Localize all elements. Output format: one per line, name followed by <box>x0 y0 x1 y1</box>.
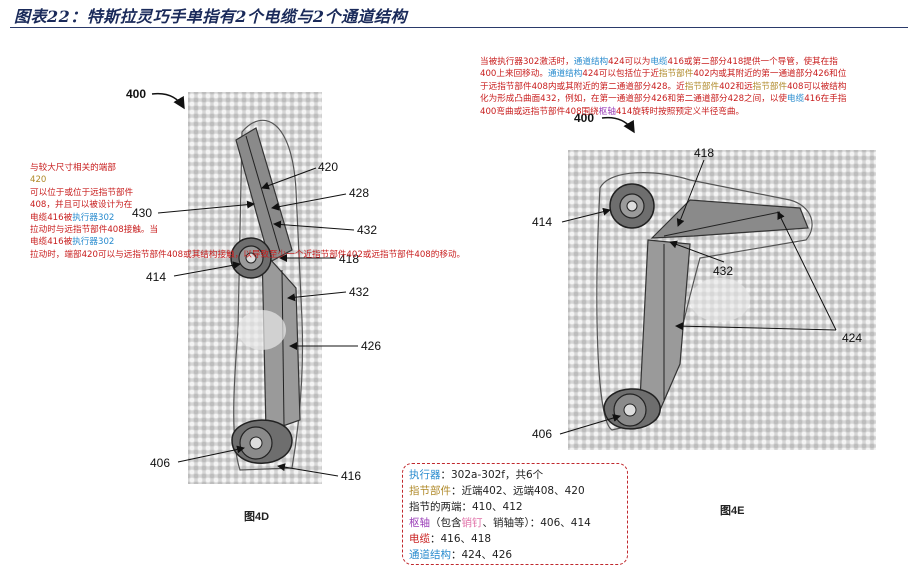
finger-4e-drawing <box>596 172 813 431</box>
finger-4d-drawing <box>230 119 304 471</box>
label-424: 424 <box>842 331 863 345</box>
ref-400-4d: 400 <box>126 87 147 101</box>
legend-row-actuator: 执行器：302a-302f，共6个 <box>409 469 544 481</box>
label-432-4e: 432 <box>713 264 734 278</box>
legend-box: 执行器：302a-302f，共6个 指节部件：近端402、远端408、420 指… <box>402 463 628 565</box>
legend-row-pivot: 枢轴（包含销钉、销轴等）：406、414 <box>409 517 591 529</box>
title-divider <box>10 27 908 28</box>
label-428: 428 <box>349 186 370 200</box>
legend-row-phalanx: 指节部件：近端402、远端408、420 <box>409 485 585 497</box>
label-406-4d: 406 <box>150 456 171 470</box>
label-414-4d: 414 <box>146 270 167 284</box>
label-420: 420 <box>318 160 339 174</box>
ref-400-4e: 400 <box>574 111 595 125</box>
label-432-top: 432 <box>357 223 378 237</box>
label-414-4e: 414 <box>532 215 553 229</box>
label-406-4e: 406 <box>532 427 553 441</box>
annotation-top: 当被执行器302激活时，通道结构424可以为电缆416或第二部分418提供一个导… <box>480 57 847 117</box>
label-418-4d: 418 <box>339 252 360 266</box>
legend-row-channel: 通道结构：424、426 <box>409 549 513 561</box>
label-426: 426 <box>361 339 382 353</box>
label-430: 430 <box>132 206 153 220</box>
label-432-bottom: 432 <box>349 285 370 299</box>
page-title: 图表22：特斯拉灵巧手单指有2个电缆与2个通道结构 <box>14 7 408 26</box>
legend-row-cable: 电缆：416、418 <box>409 533 492 545</box>
figure-4d-caption: 图4D <box>244 511 270 523</box>
legend-row-phalanx-ends: 指节的两端：410、412 <box>409 501 523 513</box>
annotation-left: 与较大尺寸相关的端部420可以位于或位于远指节部件408，并且可以被设计为在电缆… <box>30 163 466 260</box>
label-416: 416 <box>341 469 362 483</box>
figure-4e-caption: 图4E <box>720 505 745 517</box>
label-418-4e: 418 <box>694 146 715 160</box>
